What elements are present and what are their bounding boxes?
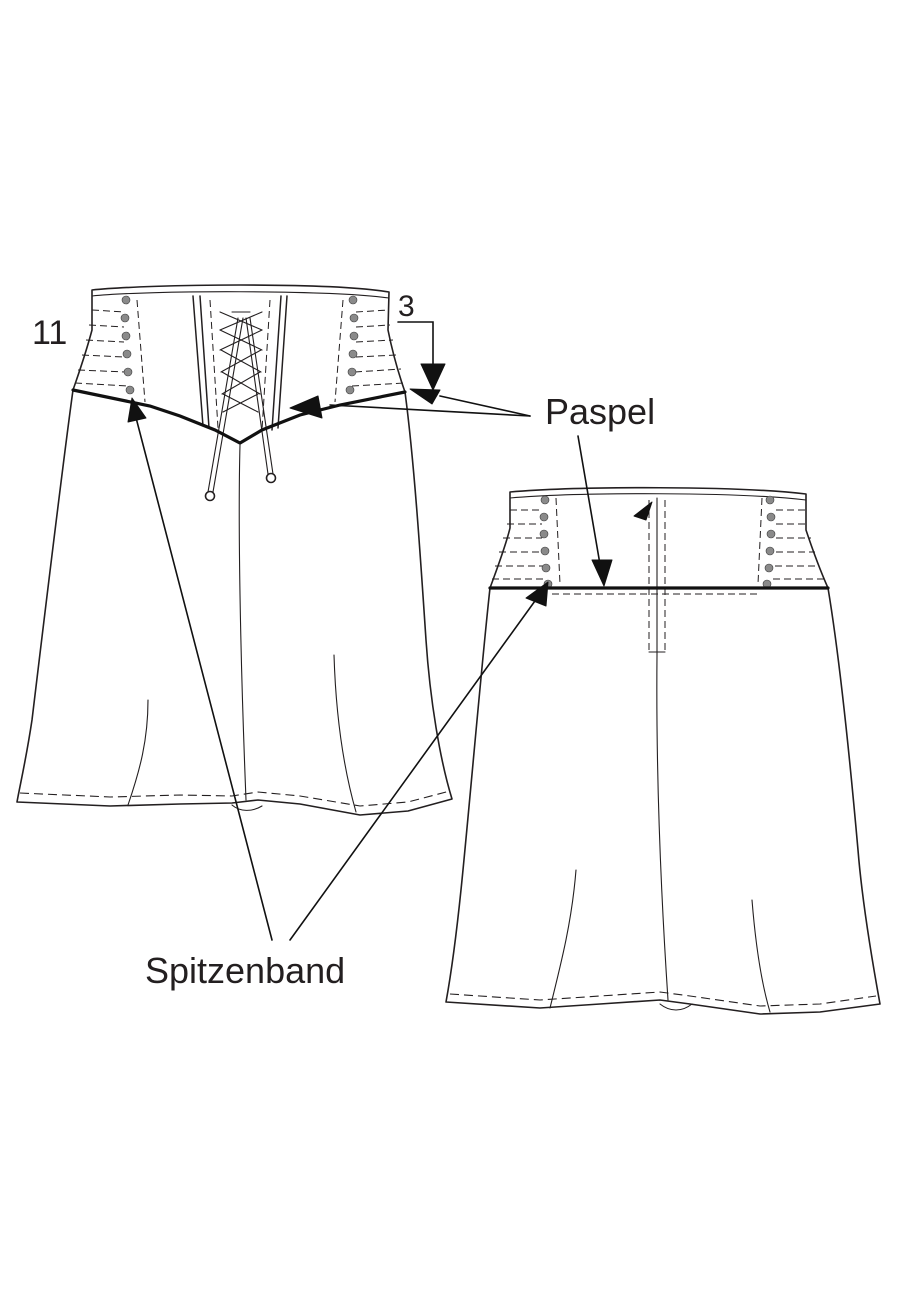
front-center-panel-left <box>192 295 204 427</box>
front-hem-stitching <box>19 790 451 807</box>
piping-arrow-front-center <box>289 395 323 419</box>
piece-number-label: 11 <box>32 314 67 352</box>
measure-bracket <box>397 321 434 373</box>
lace-arrow-front <box>127 397 147 423</box>
back-hem-fold <box>659 1003 693 1011</box>
front-yoke <box>72 284 406 444</box>
back-center-seam <box>656 654 669 1001</box>
back-hem-stitching <box>449 991 877 1007</box>
front-skirt-view: 3 11 <box>16 284 453 816</box>
piping-arrow-back <box>591 559 613 587</box>
front-lacing <box>204 311 277 502</box>
front-yoke-pleats-left <box>74 309 129 387</box>
lace-trim-callout: Spitzenband <box>127 397 549 991</box>
front-skirt-body <box>16 389 453 816</box>
back-zipper <box>633 497 666 656</box>
back-lace-trim-right <box>762 495 776 589</box>
back-waist-seam <box>509 493 807 501</box>
front-godet-right <box>333 654 357 813</box>
front-godet-left <box>127 699 149 806</box>
back-godet-right <box>751 899 771 1013</box>
front-waist-seam <box>91 291 390 299</box>
lace-arrow-back <box>525 581 549 607</box>
piping-callout: Paspel <box>289 388 655 587</box>
measure-arrow-head <box>420 363 446 391</box>
back-lace-trim-left <box>539 495 553 589</box>
lace-trim-label: Spitzenband <box>145 950 345 991</box>
back-skirt-view <box>445 486 881 1015</box>
measure-value-label: 3 <box>398 290 415 323</box>
back-godet-left <box>549 869 577 1009</box>
back-skirt-body <box>445 587 881 1015</box>
piping-label: Paspel <box>545 391 655 432</box>
piping-arrow-front-side <box>409 388 441 405</box>
front-center-panel-right <box>277 295 288 429</box>
front-hem-fold <box>231 804 263 811</box>
front-lace-trim-left <box>120 295 135 395</box>
back-yoke-pleats-left <box>492 509 546 580</box>
front-piping <box>71 388 407 445</box>
back-yoke-pleats-right <box>773 509 824 580</box>
front-lace-trim-right <box>345 295 359 395</box>
back-yoke <box>489 486 829 589</box>
front-yoke-pleats-right <box>351 309 405 387</box>
front-center-seam <box>238 444 247 801</box>
